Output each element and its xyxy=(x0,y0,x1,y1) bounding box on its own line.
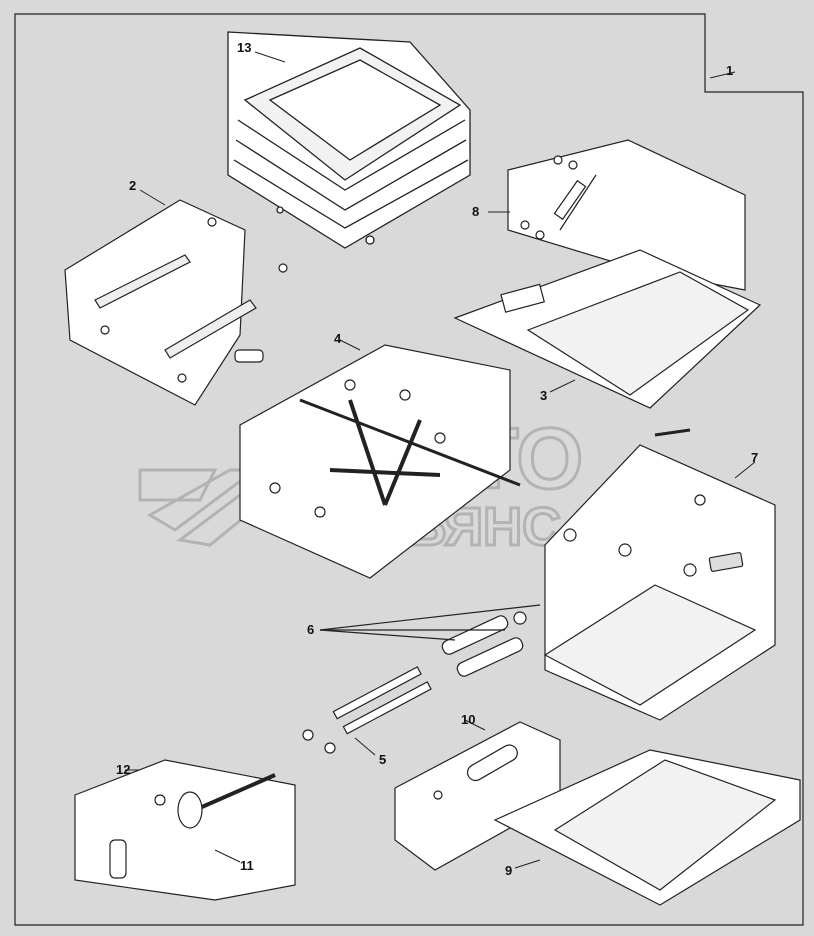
callout-5: 5 xyxy=(379,752,387,767)
callout-12: 12 xyxy=(116,762,131,777)
part-2-slide-rails xyxy=(64,199,288,406)
callout-11: 11 xyxy=(240,858,254,873)
callout-10: 10 xyxy=(461,712,476,727)
diagram-border xyxy=(14,13,804,926)
callout-4: 4 xyxy=(334,331,342,346)
leader-lines xyxy=(125,51,756,869)
part-7-base-frame xyxy=(543,428,776,721)
callout-1: 1 xyxy=(726,63,734,78)
callout-2: 2 xyxy=(129,178,137,193)
callout-7: 7 xyxy=(751,450,759,465)
part-10-lever xyxy=(394,721,561,871)
callout-6: 6 xyxy=(307,622,315,637)
part-4-scissor-linkage xyxy=(239,344,521,579)
part-3-seat-plate xyxy=(453,249,762,409)
callout-8: 8 xyxy=(472,204,480,219)
callout-13: 13 xyxy=(237,40,252,55)
callout-3: 3 xyxy=(540,388,548,403)
part-13-bellows xyxy=(227,31,471,249)
callout-9: 9 xyxy=(505,863,513,878)
part-8-gas-spring xyxy=(507,139,746,291)
part-9-base-plate xyxy=(493,749,801,906)
part-5-6-springs xyxy=(302,604,541,754)
part-11-12-handle xyxy=(74,759,296,901)
